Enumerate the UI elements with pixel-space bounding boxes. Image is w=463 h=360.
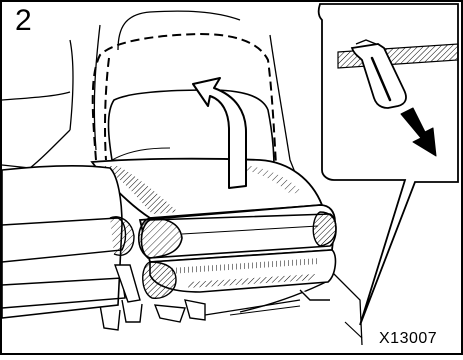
step-number: 2	[15, 6, 32, 36]
seatback-folding	[109, 90, 275, 168]
seat-base-left-end	[143, 262, 176, 298]
adjacent-seat-cushion	[2, 166, 122, 318]
figure-code: X13007	[379, 331, 437, 347]
